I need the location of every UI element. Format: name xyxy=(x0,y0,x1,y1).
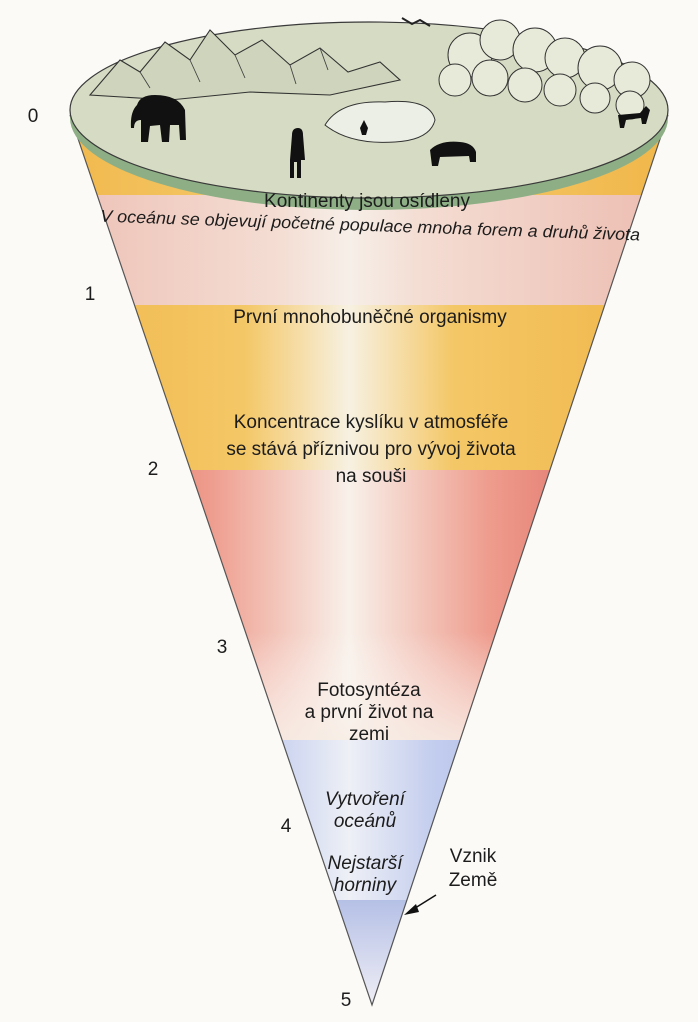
axis-mark: 1 xyxy=(85,284,96,305)
axis-mark: 5 xyxy=(341,990,352,1011)
layer-label-line: Koncentrace kyslíku v atmosféře xyxy=(234,412,509,433)
layer-label-line: Kontinenty jsou osídleny xyxy=(264,191,470,212)
axis-mark: 4 xyxy=(281,816,292,837)
layer-label: První mnohobuněčné organismy xyxy=(233,307,507,328)
layer-label-line: Vytvoření xyxy=(325,789,407,810)
layer-label-line: Nejstarší xyxy=(328,853,405,874)
axis-mark: 2 xyxy=(148,459,159,480)
layer-label: Kontinenty jsou osídleny xyxy=(264,191,470,212)
layer-label-line: se stává příznivou pro vývoj života xyxy=(226,439,516,460)
callout-arrowhead xyxy=(404,904,419,915)
axis-mark: 3 xyxy=(217,637,228,658)
axis-mark: 0 xyxy=(28,106,39,127)
layer-label-line: oceánů xyxy=(334,811,397,832)
layer-label-line: Fotosyntéza xyxy=(317,680,421,701)
layer-label-line: zemi xyxy=(349,724,389,745)
callout-line: Vznik xyxy=(450,846,497,867)
layer-label-line: a první život na xyxy=(305,702,434,723)
layer-label-line: horniny xyxy=(334,875,398,896)
layer-label-line: na souši xyxy=(336,466,407,487)
layer-label-line: První mnohobuněčné organismy xyxy=(233,307,507,328)
callout-line: Země xyxy=(449,870,498,891)
